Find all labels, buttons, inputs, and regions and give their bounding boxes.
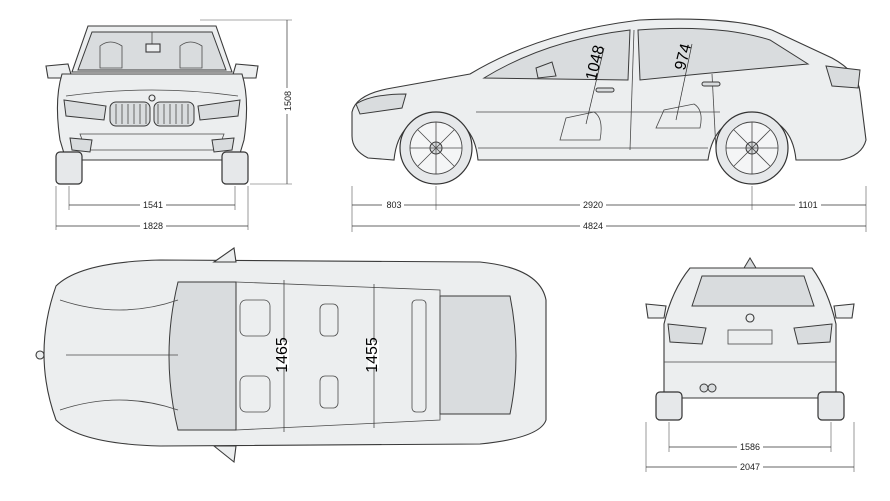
rear-track-width-label: 1586 bbox=[740, 442, 760, 452]
rear-headroom-label: 974 bbox=[672, 42, 695, 72]
front-shoulder-label: 1465 bbox=[274, 337, 291, 373]
rear-overhang-label: 1101 bbox=[798, 200, 817, 210]
rear-mirror-width-label: 2047 bbox=[740, 462, 760, 472]
overall-length-label: 4824 bbox=[583, 221, 603, 231]
rear-shoulder-label: 1455 bbox=[364, 337, 381, 373]
rear-view bbox=[645, 257, 855, 421]
top-view: 1465 1455 bbox=[35, 247, 547, 464]
rear-dimensions: 1586 2047 bbox=[645, 422, 855, 472]
front-body-width-label: 1828 bbox=[143, 221, 163, 231]
side-view: 1048 974 bbox=[351, 18, 867, 185]
side-dimensions: 803 2920 1101 4824 bbox=[351, 186, 867, 232]
wheelbase-label: 2920 bbox=[583, 200, 603, 210]
front-overhang-label: 803 bbox=[386, 200, 401, 210]
front-dimensions: 1541 1828 1508 bbox=[55, 19, 293, 231]
front-height-label: 1508 bbox=[283, 91, 293, 111]
front-track-width-label: 1541 bbox=[143, 200, 163, 210]
front-view bbox=[45, 25, 259, 185]
